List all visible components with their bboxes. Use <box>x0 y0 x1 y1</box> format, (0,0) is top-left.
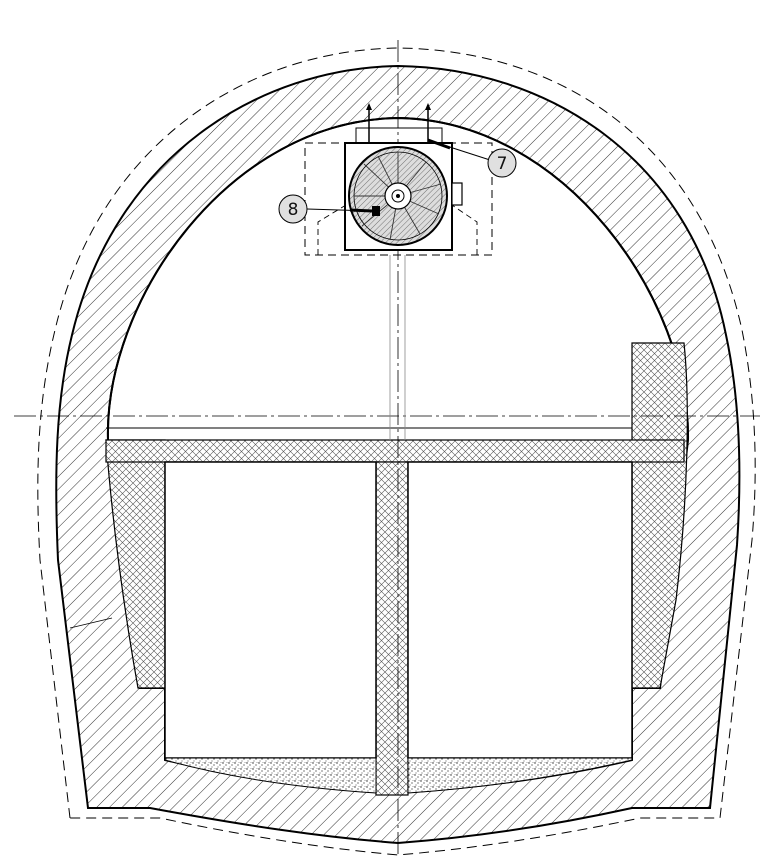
callout-8-label: 8 <box>288 200 299 220</box>
jet-fan <box>348 146 448 246</box>
left-cell <box>164 461 377 759</box>
top-slab <box>105 439 685 463</box>
left-invert-fill <box>164 757 377 794</box>
callout-8: 8 <box>278 194 373 224</box>
right-cell <box>407 461 633 759</box>
right-invert-fill <box>407 757 633 794</box>
callout-7: 7 <box>427 138 517 178</box>
excavation-outline-dashed <box>37 47 756 856</box>
right-side-wall <box>631 342 688 689</box>
central-wall <box>375 461 409 796</box>
left-side-wall <box>105 439 166 689</box>
callout-7-label: 7 <box>497 154 508 174</box>
